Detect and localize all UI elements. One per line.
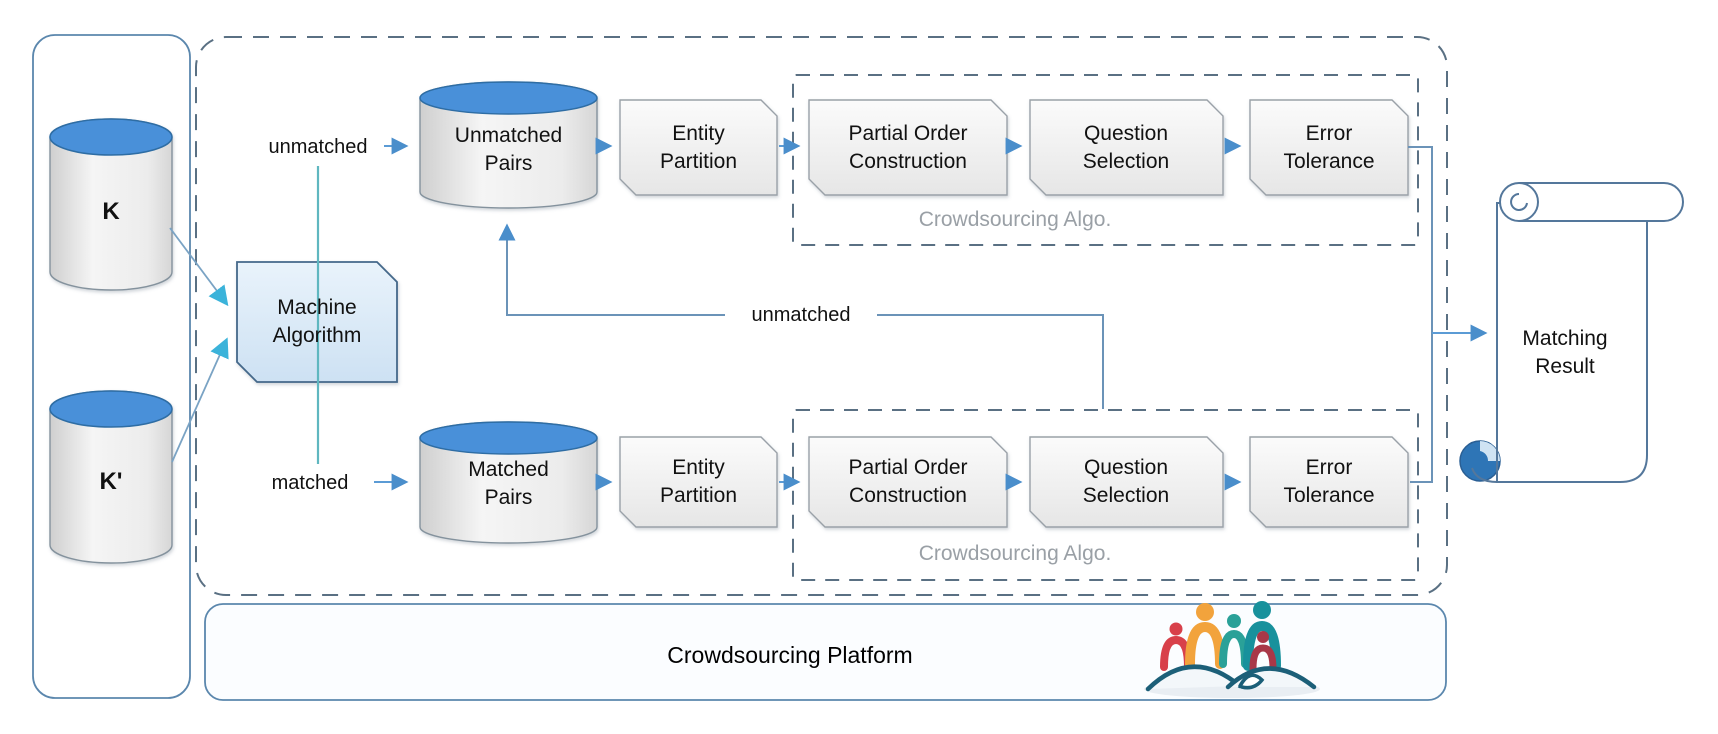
crowdsourcing-algo-box-bottom [792,409,1419,581]
error-tolerance-node-top [1249,99,1409,196]
arrow-k-to-machine [169,227,229,307]
entity-partition-node-bottom [619,436,778,528]
scroll-icon [1459,182,1684,484]
unmatched-feedback-line [498,223,1104,409]
flow-arrows [374,137,1242,491]
machine-crowd-dashed-container [195,36,1448,596]
database-k-prime-icon [49,390,173,564]
error-tolerance-node-bottom [1249,436,1409,528]
arrow-kprime-to-machine [171,337,229,463]
partial-order-construction-node-bottom [808,436,1008,528]
question-selection-node-top [1029,99,1224,196]
question-selection-node-bottom [1029,436,1224,528]
crowdsourcing-platform-logo-icon [1144,601,1320,698]
matched-pairs-store-icon [419,421,598,544]
entity-partition-node-top [619,99,778,196]
partial-order-construction-node-top [808,99,1008,196]
crowdsourcing-algo-box-top [792,74,1419,246]
unmatched-pairs-store-icon [419,81,598,209]
crowdsourcing-platform-box [204,603,1447,701]
result-bus-line [1408,146,1433,483]
database-k-icon [49,118,173,291]
